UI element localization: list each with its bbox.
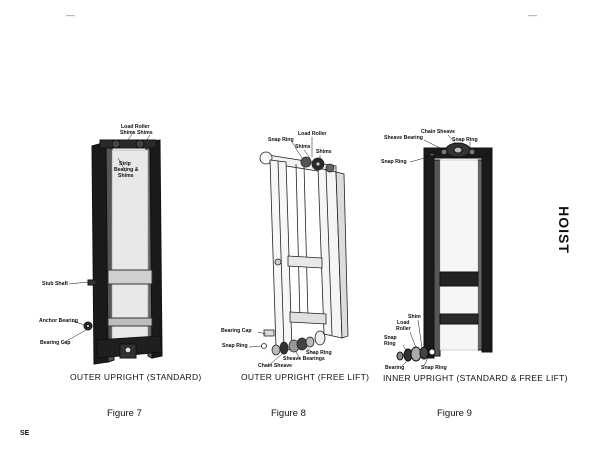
label-snap-ring: Snap Ring xyxy=(222,343,248,349)
label-bearing-cap: Bearing Cap xyxy=(40,340,71,346)
label-load: Load xyxy=(397,320,410,326)
figure9-caption: INNER UPRIGHT (STANDARD & FREE LIFT) xyxy=(383,373,568,383)
corner-mark-left: — xyxy=(66,10,75,20)
label-load-roller: Load Roller xyxy=(298,131,327,137)
corner-mark-right: — xyxy=(528,10,537,20)
figure7-leaders xyxy=(62,130,151,344)
label-snap-ring-2: Snap Ring xyxy=(306,350,332,356)
label-shim: Shim xyxy=(408,314,421,320)
label-ring: Ring xyxy=(384,341,396,347)
label-chain-sheave: Chain Sheave xyxy=(421,129,456,135)
label-snap-ring-top: Snap Ring xyxy=(268,137,294,143)
label-load-roller: Load Roller xyxy=(121,124,150,130)
label-sheave-bearing: Sheave Bearing xyxy=(384,135,423,141)
label-chain-sheave: Chain Sheave xyxy=(258,363,293,369)
label-shims: Shims Shims xyxy=(120,130,153,136)
label-stub-shaft: Stub Shaft xyxy=(42,281,68,287)
figure7-caption: OUTER UPRIGHT (STANDARD) xyxy=(70,372,202,382)
label-bearing: Bearing xyxy=(385,365,405,371)
label-shims: Shims xyxy=(295,144,311,150)
figure8-label: Figure 8 xyxy=(271,408,306,419)
figure9-leaders xyxy=(401,134,471,367)
label-snap-ring-right: Snap Ring xyxy=(452,137,478,143)
label-bearing-cap: Bearing Cap xyxy=(221,328,252,334)
figure9-label: Figure 9 xyxy=(437,408,472,419)
label-strip-bearing-2: Bearing & xyxy=(114,167,139,173)
label-snap-ring-left: Snap Ring xyxy=(381,159,407,165)
figure7-label: Figure 7 xyxy=(107,408,142,419)
label-sheave-bearings: Sheave Bearings xyxy=(283,356,325,362)
figure8-upright xyxy=(259,151,349,356)
figure8-leaders xyxy=(248,137,321,367)
footer-mark: SE xyxy=(20,430,30,437)
label-anchor-bearing: Anchor Bearing xyxy=(39,318,78,324)
label-roller: Roller xyxy=(396,326,411,332)
label-snap-ring-bottom: Snap Ring xyxy=(421,365,447,371)
label-snap: Snap xyxy=(384,335,397,341)
label-shims-2: Shims xyxy=(316,149,332,155)
figure7-upright xyxy=(83,139,163,365)
label-strip-bearing: Strip xyxy=(119,161,131,167)
label-strip-bearing-3: Shims xyxy=(118,173,134,179)
figure8-caption: OUTER UPRIGHT (FREE LIFT) xyxy=(241,372,370,382)
figure9-upright xyxy=(396,142,493,362)
